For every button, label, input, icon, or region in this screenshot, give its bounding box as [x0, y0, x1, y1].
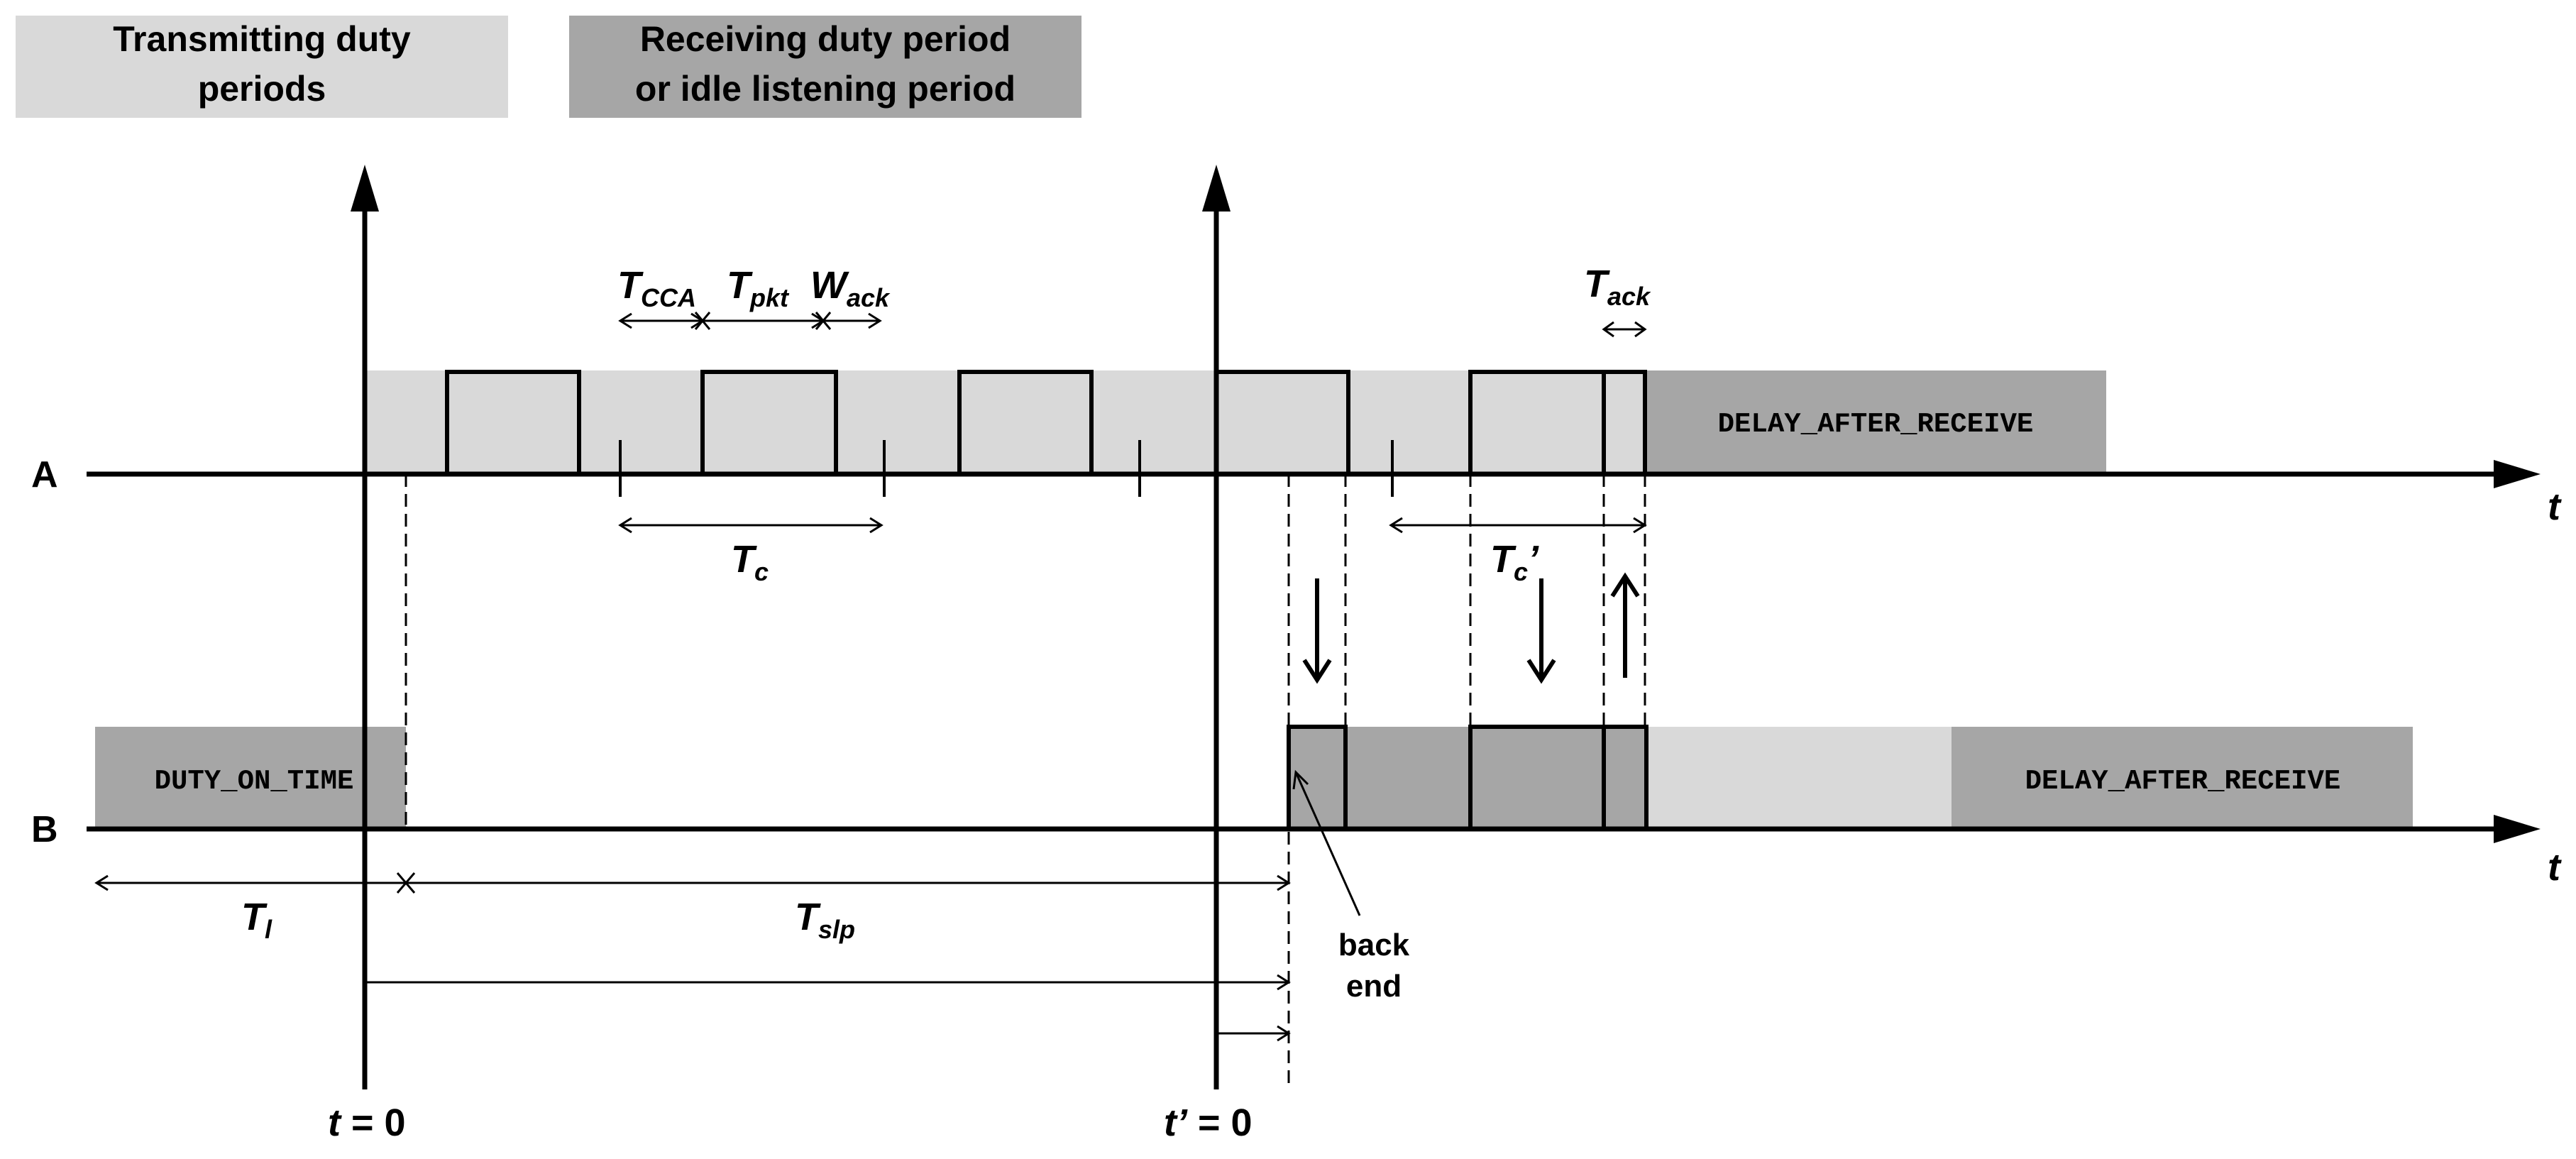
a-packet-pulse — [957, 370, 1094, 474]
t-pkt-label: Tpkt — [727, 264, 790, 312]
t-prime0-arrowhead — [1202, 165, 1231, 212]
back-end-pointer-head — [1292, 769, 1309, 790]
a-axis-t-label: t — [2548, 485, 2562, 528]
t-c-label: Tc — [731, 538, 769, 586]
b-packet-pulse — [1468, 725, 1648, 829]
axes — [87, 206, 2498, 1089]
preamble-down-arrow-head — [1302, 659, 1332, 684]
b-axis-arrowhead — [2494, 815, 2541, 843]
dimension-arrows — [94, 312, 1647, 1042]
data-down-arrow-head — [1526, 659, 1556, 684]
axis-arrowheads — [351, 165, 2541, 843]
w-ack-right-head — [868, 312, 882, 329]
b-idle-listening-period — [1646, 727, 1952, 829]
b-duty-on-time-box — [95, 727, 406, 829]
legend-receiving-line2: or idle listening period — [635, 69, 1015, 109]
t-c-prime-right-head — [1633, 517, 1647, 534]
a-packet-pulse — [445, 370, 581, 474]
dashed-guides — [404, 474, 1646, 1089]
b-duty-on-time-label: DUTY_ON_TIME — [155, 766, 354, 797]
t-slp-right-head — [1277, 874, 1291, 891]
t-cca-label: TCCA — [617, 264, 696, 312]
t-ack-label: Tack — [1584, 263, 1651, 311]
w-ack-label: Wack — [810, 264, 891, 312]
cross-mark — [815, 312, 832, 330]
b-delay-after-receive-box — [1952, 727, 2413, 829]
a-cca-ticks — [619, 440, 1394, 497]
t-c-prime-label: Tc’ — [1490, 538, 1539, 586]
b-delay-after-receive-label: DELAY_AFTER_RECEIVE — [2025, 766, 2341, 797]
b-axis-t-label: t — [2548, 846, 2562, 889]
legend-transmitting-line1: Transmitting duty — [113, 19, 411, 59]
t-c-prime-left-head — [1389, 517, 1403, 534]
node-a-label: A — [31, 454, 58, 495]
back-end-label-line2: end — [1346, 969, 1402, 1004]
t-l-label: Tl — [241, 896, 273, 944]
node-b-label: B — [31, 809, 58, 850]
a-packet-pulse — [1468, 370, 1647, 474]
a-packet-pulse — [700, 370, 838, 474]
t-slp-label: Tslp — [795, 896, 855, 944]
legend-receiving-line1: Receiving duty period — [640, 19, 1011, 59]
back-end-pointer — [1294, 771, 1361, 916]
a-delay-after-receive-label: DELAY_AFTER_RECEIVE — [1718, 409, 2034, 440]
a-axis-arrowhead — [2494, 460, 2541, 488]
t-prime-zero-label: t’ = 0 — [1164, 1102, 1253, 1144]
b-receive-period — [1289, 727, 1646, 829]
legend-transmitting-line2: periods — [198, 69, 326, 109]
t-l-left-head — [94, 874, 109, 891]
t-ack-right-head — [1634, 321, 1647, 338]
t-ack-left-head — [1602, 321, 1614, 338]
t-prime0-to-back-end-head — [1277, 1025, 1291, 1042]
legend-transmitting: Transmitting duty periods — [16, 16, 508, 118]
t0-to-back-end-head — [1277, 974, 1291, 991]
t-c-left-head — [618, 517, 632, 534]
back-end-label-line1: back — [1338, 928, 1410, 962]
t-zero-label: t = 0 — [328, 1102, 406, 1144]
legend-receiving: Receiving duty period or idle listening … — [569, 16, 1081, 118]
legend-transmitting-swatch — [16, 16, 508, 118]
a-delay-after-receive-box — [1645, 370, 2106, 474]
cross-mark — [396, 872, 416, 894]
t0-arrowhead — [351, 165, 379, 212]
ack-up-arrow-head — [1610, 572, 1640, 598]
a-transmit-period — [365, 370, 1645, 474]
signal-arrows — [1302, 572, 1640, 684]
cross-mark — [694, 312, 711, 330]
t-c-right-head — [869, 517, 884, 534]
t-cca-left-head — [618, 312, 632, 329]
legend-receiving-swatch — [569, 16, 1081, 118]
